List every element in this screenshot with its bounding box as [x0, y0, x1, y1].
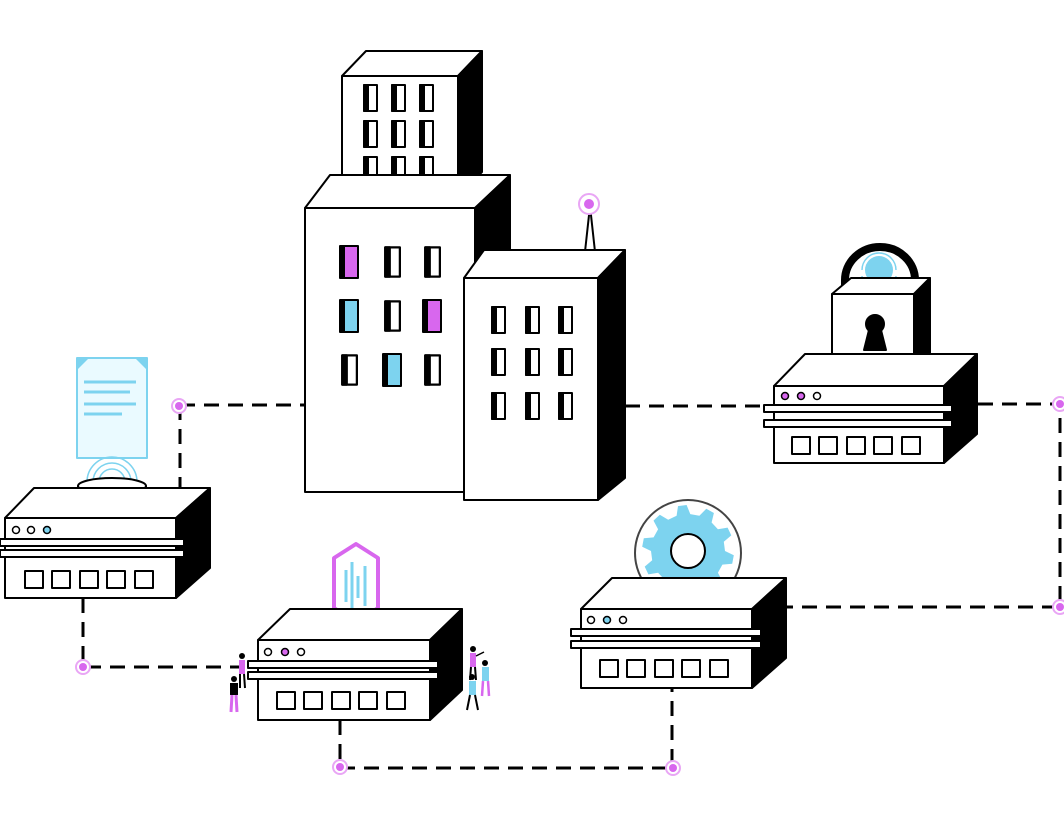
person-icon: [239, 653, 246, 689]
office-buildings: [304, 50, 626, 501]
server-with-crystal: [247, 542, 463, 721]
connection-nodes: [75, 396, 1064, 776]
hexagon-crystal-icon: [332, 542, 380, 624]
server-with-document: [0, 357, 211, 599]
person-icon: [229, 676, 239, 713]
people-group: [229, 646, 491, 713]
connector-line: [81, 598, 245, 669]
connection-node: [1052, 599, 1064, 615]
connection-node: [171, 398, 187, 414]
connection-node: [75, 659, 91, 675]
document-hologram-icon: [76, 357, 148, 510]
connector-line: [338, 688, 674, 770]
building-right: [463, 249, 626, 501]
connection-node: [665, 760, 681, 776]
building-main: [304, 174, 511, 493]
server-with-gear: [570, 499, 787, 689]
connection-node: [1052, 396, 1064, 412]
person-icon: [480, 660, 491, 697]
connector-lines: [81, 402, 1062, 770]
server-with-padlock: [763, 243, 978, 464]
connector-line: [785, 402, 1062, 609]
person-icon: [466, 674, 479, 711]
connection-node: [332, 759, 348, 775]
